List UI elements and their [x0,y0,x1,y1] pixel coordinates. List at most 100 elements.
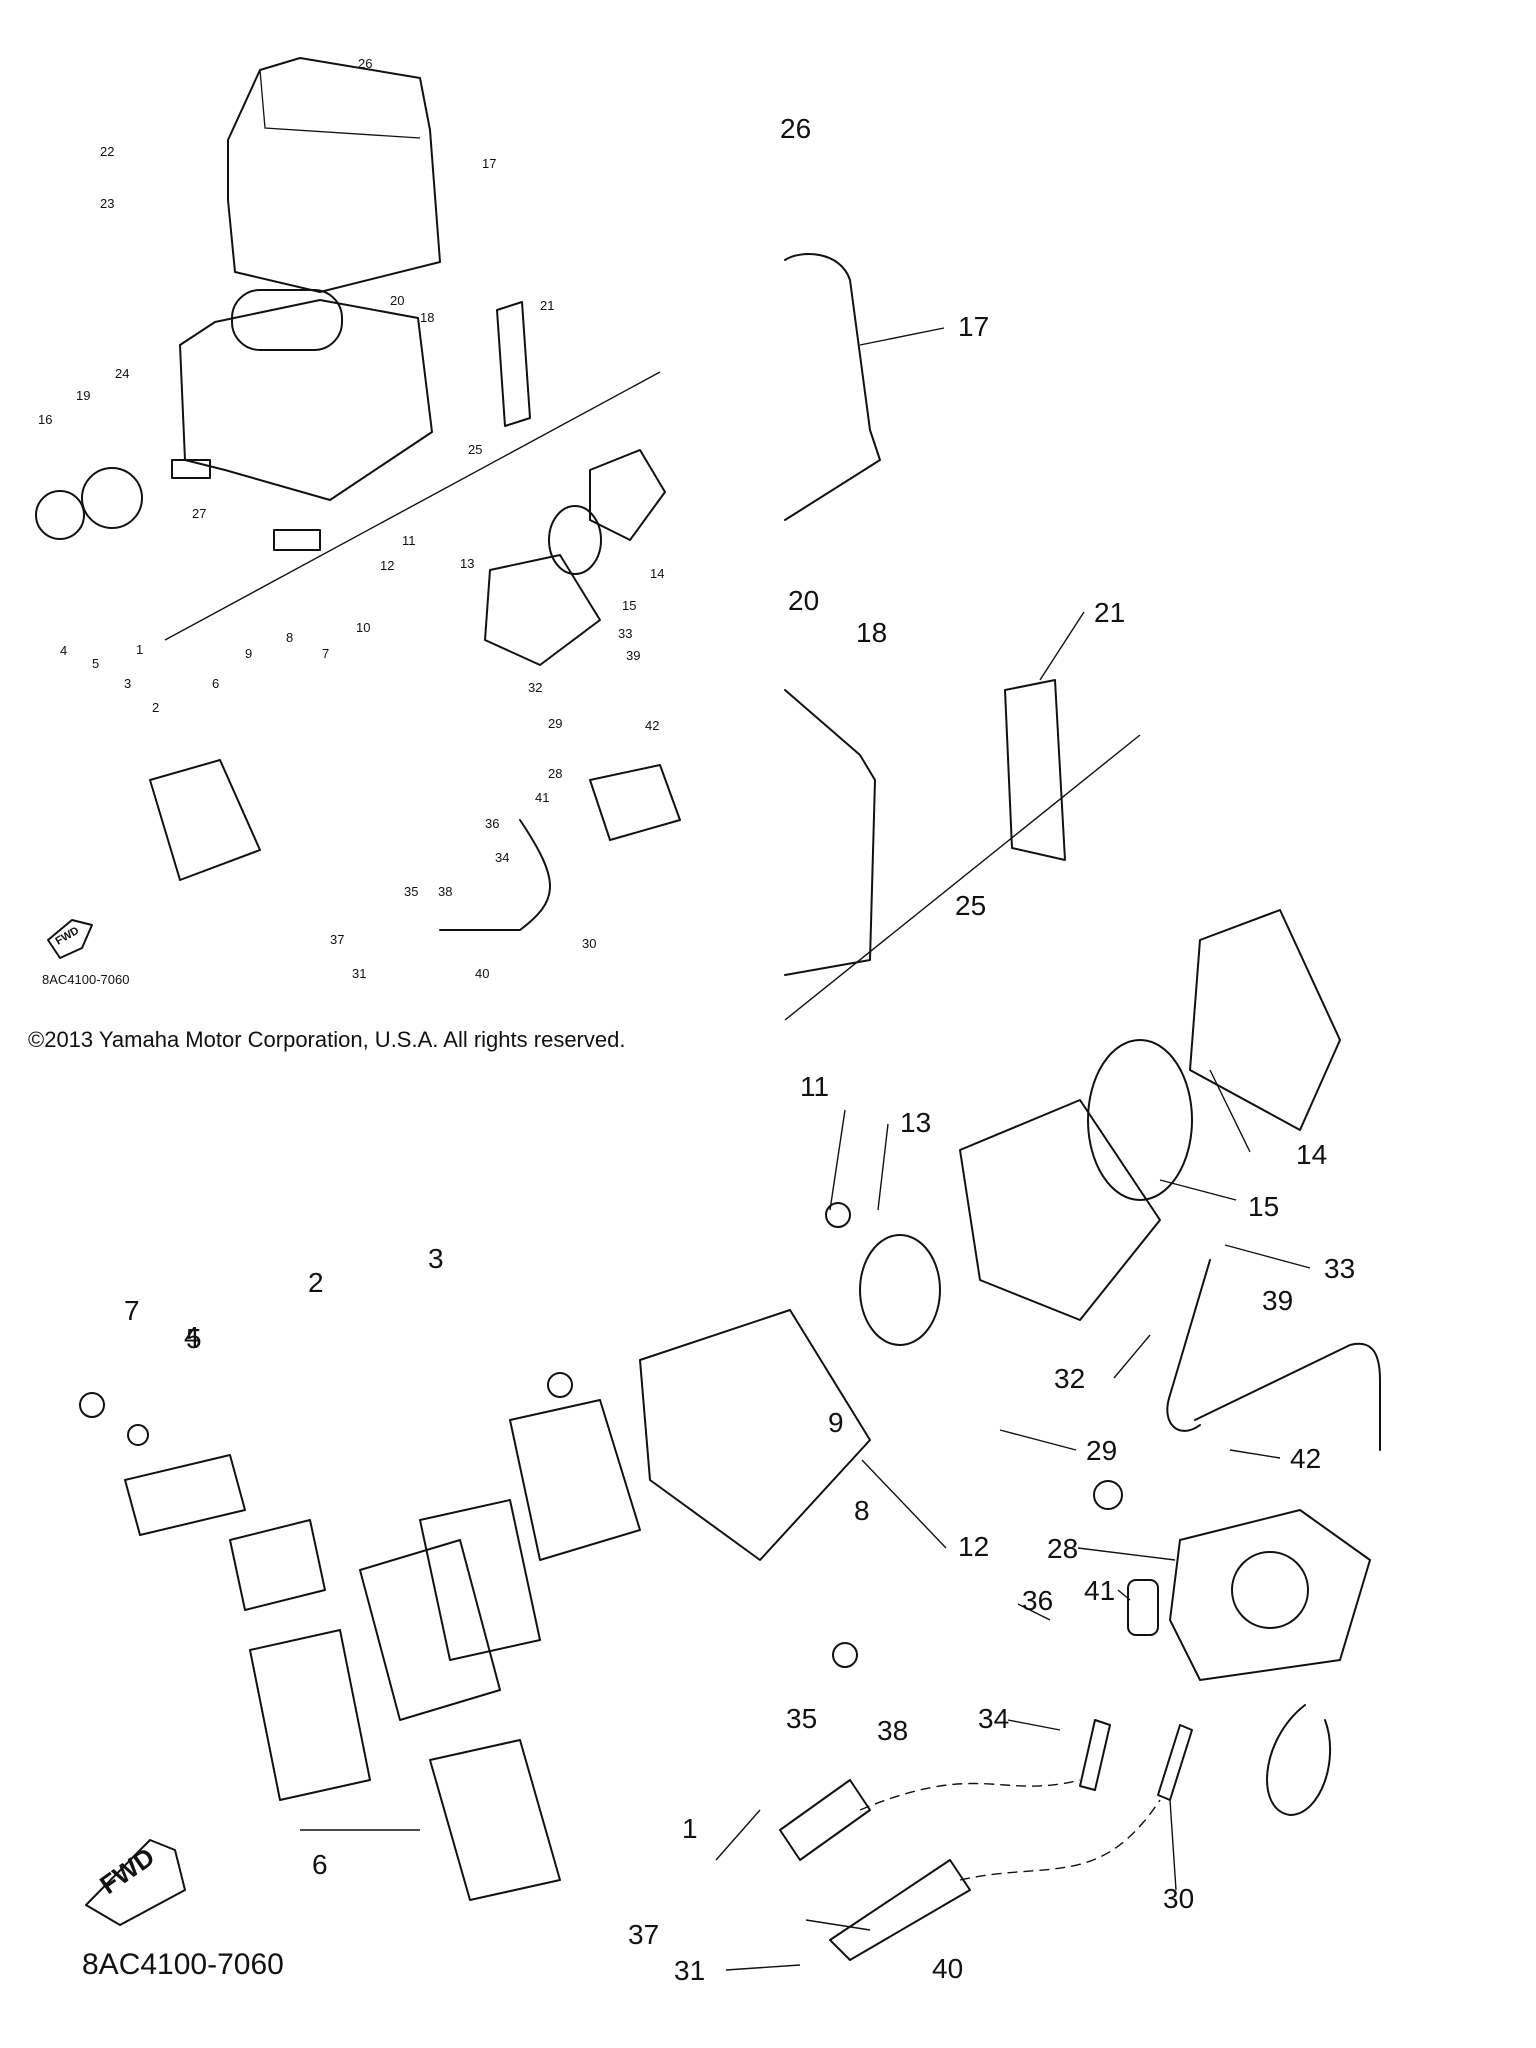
reed-gasket [496,301,531,427]
leader-line [725,1964,801,1971]
detail-callout-4: 4 [184,1321,200,1352]
overview-callout-3: 3 [124,676,131,691]
reed-valve-block [149,759,261,881]
detail-airbox [784,689,876,976]
detail-callout-14: 14 [1296,1139,1327,1170]
leader-line [877,1123,889,1211]
detail-gasket-6b [419,1499,541,1661]
detail-callout-3: 3 [428,1243,444,1274]
detail-hose-32 [1166,1259,1211,1432]
overview-callout-25: 25 [468,442,482,457]
overview-callout-6: 6 [212,676,219,691]
overview-callout-23: 23 [100,196,114,211]
detail-callout-36: 36 [1022,1585,1053,1616]
overview-callout-7: 7 [322,646,329,661]
overview-callout-30: 30 [582,936,596,951]
detail-callout-7: 7 [124,1295,140,1326]
overview-callout-32: 32 [528,680,542,695]
detail-callout-42: 42 [1290,1443,1321,1474]
fwd-arrow-large: FWD [85,1839,186,1926]
detail-callout-17: 17 [958,311,989,342]
detail-line-hose2 [959,1799,1161,1881]
detail-gasket-6c [249,1629,371,1801]
overview-callout-28: 28 [548,766,562,781]
overview-callout-31: 31 [352,966,366,981]
diagram-code-small: 8AC4100-7060 [42,972,130,987]
detail-callout-32: 32 [1054,1363,1085,1394]
detail-callout-28: 28 [1047,1533,1078,1564]
overview-callout-22: 22 [100,144,114,159]
detail-callout-11: 11 [800,1071,829,1102]
detail-callout-31: 31 [674,1955,705,1986]
leader-line [715,1809,761,1861]
detail-callout-34: 34 [978,1703,1009,1734]
overview-callout-19: 19 [76,388,90,403]
overview-callout-4: 4 [60,643,67,658]
leader-line [1229,1449,1281,1459]
detail-manifold [639,1309,871,1561]
detail-hose-40 [829,1859,971,1961]
leader-line [1159,1179,1237,1201]
overview-callout-14: 14 [650,566,664,581]
detail-callout-5: 5 [186,1323,202,1354]
overview-callout-18: 18 [420,310,434,325]
silencer-tube [231,289,343,351]
leader-line [1017,1603,1051,1621]
detail-hose-35 [779,1779,871,1861]
carb-body [589,764,681,841]
leader-line [1209,1069,1251,1153]
overview-callout-20: 20 [390,293,404,308]
elbow-manifold [484,554,601,666]
overview-callout-21: 21 [540,298,554,313]
overview-callout-12: 12 [380,558,394,573]
detail-gasket-21 [1004,679,1066,861]
detail-callout-33: 33 [1324,1253,1355,1284]
leader-line [1117,1589,1131,1601]
leader-line [1039,611,1085,681]
detail-washer-9b [832,1642,858,1668]
overview-callout-34: 34 [495,850,509,865]
detail-reed-valve [359,1539,501,1721]
airbox-cover-edge [259,69,421,139]
leader-line [999,1429,1077,1451]
detail-washer-5 [127,1424,149,1446]
overview-callout-38: 38 [438,884,452,899]
overview-callout-29: 29 [548,716,562,731]
detail-callout-12: 12 [958,1531,989,1562]
detail-clamp-15 [1087,1039,1193,1201]
fwd-arrow-small: FWD [47,919,93,959]
detail-callout-37: 37 [628,1919,659,1950]
detail-screw-4 [79,1392,105,1418]
leader-line [1224,1244,1311,1269]
overview-callout-16: 16 [38,412,52,427]
overview-callout-35: 35 [404,884,418,899]
detail-hose-30 [1157,1724,1193,1801]
detail-callout-15: 15 [1248,1191,1279,1222]
airbox-case [179,299,433,501]
detail-callout-29: 29 [1086,1435,1117,1466]
detail-gasket-6d [429,1739,561,1901]
overview-callout-33: 33 [618,626,632,641]
overview-callout-37: 37 [330,932,344,947]
overview-callout-2: 2 [152,700,159,715]
detail-callout-35: 35 [786,1703,817,1734]
leader-line [861,1459,947,1549]
leader-line [859,327,945,346]
detail-hose-u [1266,1704,1332,1816]
detail-reed-petal-2 [229,1519,326,1611]
detail-callout-25: 25 [955,890,986,921]
overview-callout-41: 41 [535,790,549,805]
overview-callout-24: 24 [115,366,129,381]
copyright-text: ©2013 Yamaha Motor Corporation, U.S.A. A… [28,1027,626,1052]
detail-callout-30: 30 [1163,1883,1194,1914]
detail-callout-18: 18 [856,617,887,648]
clamp-16 [35,490,85,540]
intake-sleeve [81,467,143,529]
detail-nut-29 [1093,1480,1123,1510]
detail-callout-6: 6 [312,1849,328,1880]
detail-callout-40: 40 [932,1953,963,1984]
detail-hose-34 [1079,1719,1111,1791]
